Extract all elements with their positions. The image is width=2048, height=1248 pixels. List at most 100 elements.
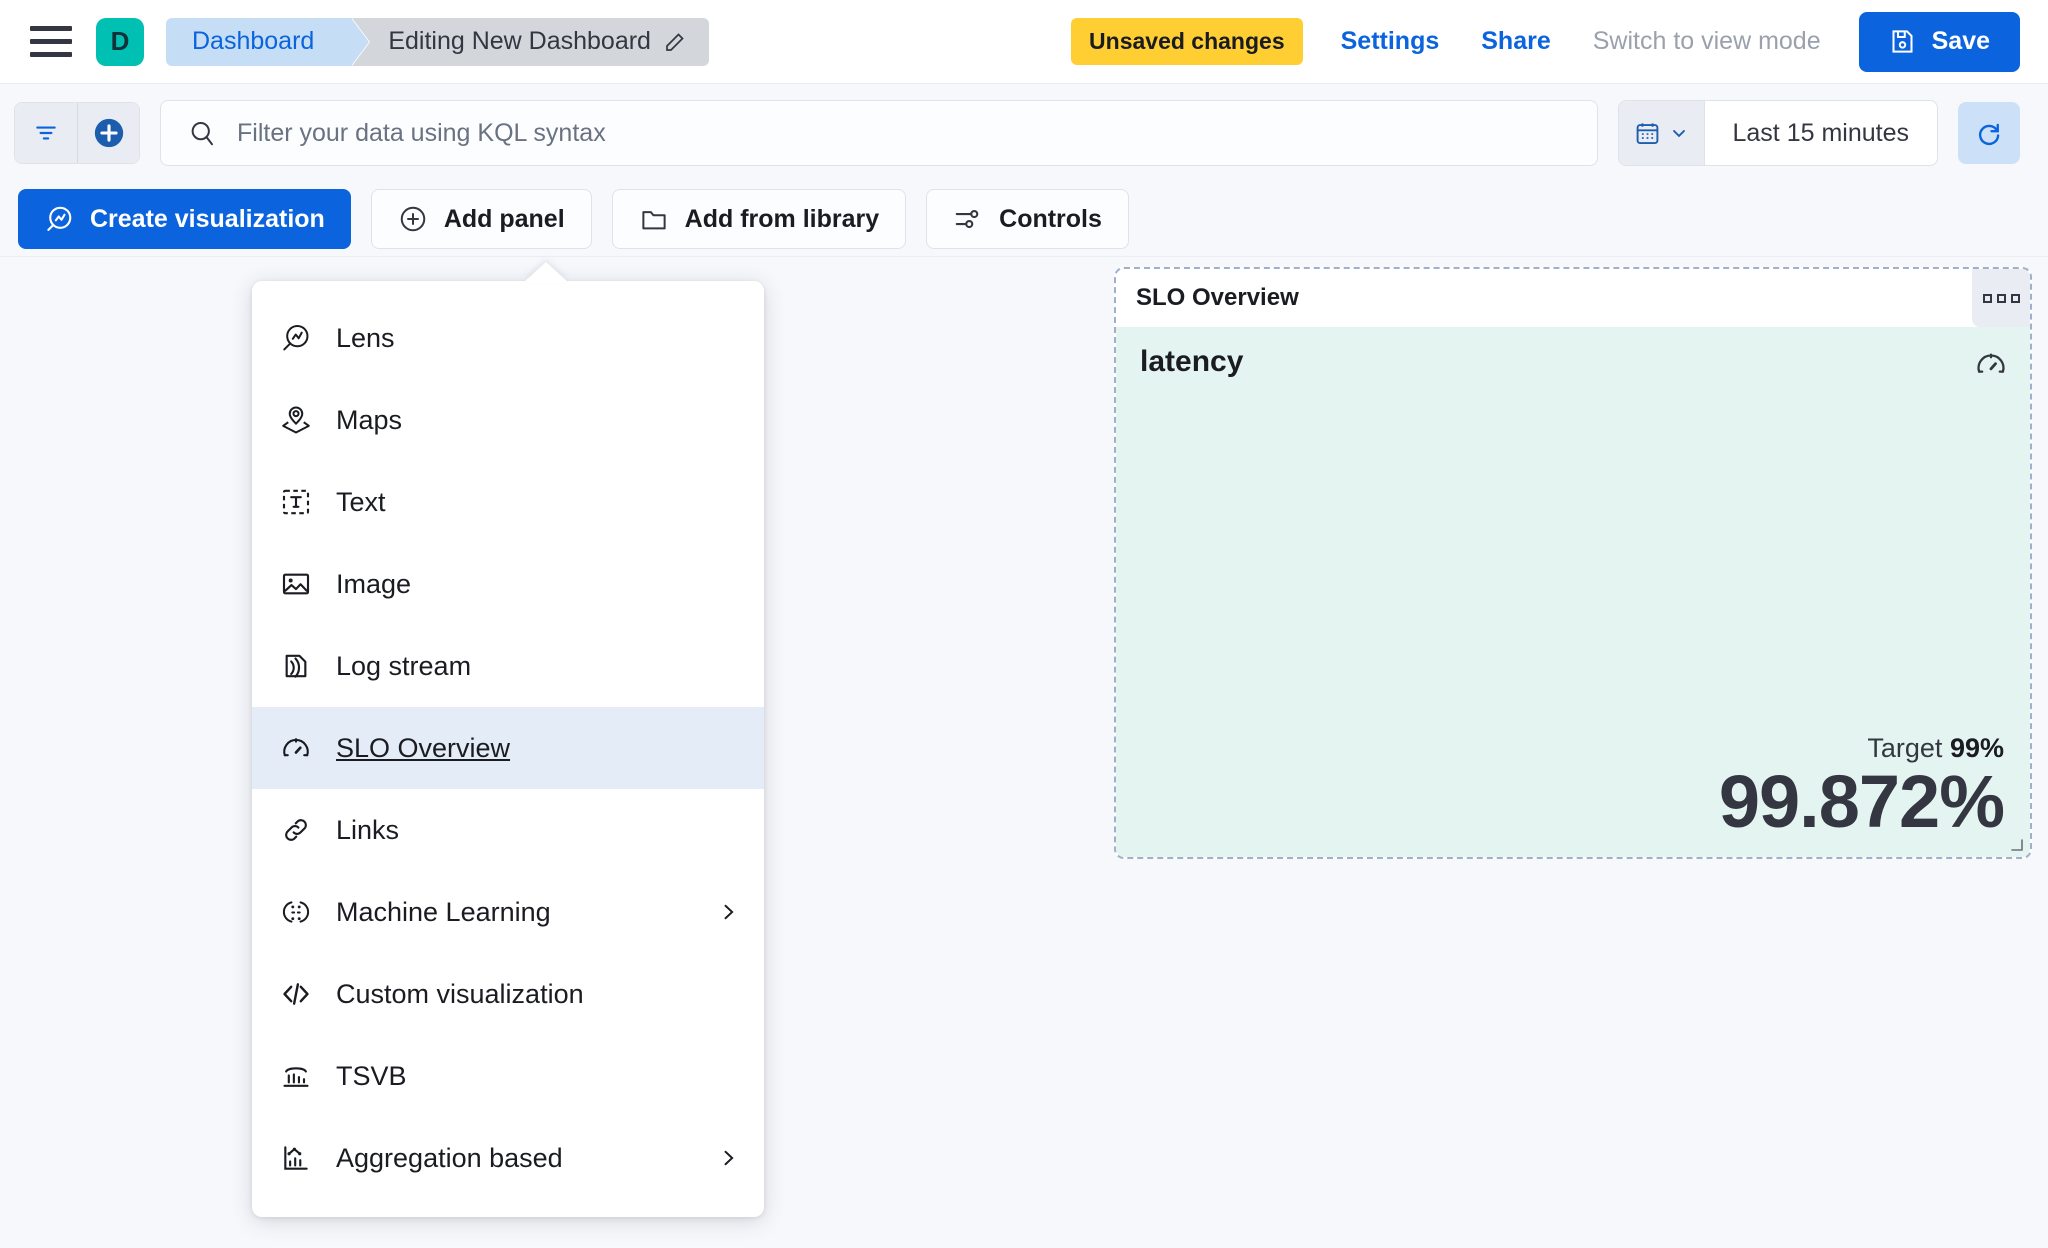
menu-item-label: Maps (336, 404, 403, 435)
menu-item-label: Log stream (336, 650, 472, 681)
folder-icon (642, 211, 666, 230)
agg-chart-icon (284, 1146, 308, 1170)
floppy-disk-icon (1892, 30, 1913, 53)
popover-arrow (524, 262, 568, 282)
pencil-icon[interactable] (663, 30, 687, 54)
plus-circle-icon (94, 118, 123, 148)
query-bar: Filter your data using KQL syntax Last 1… (0, 84, 2048, 182)
menu-item-log-stream[interactable]: Log stream (252, 625, 764, 707)
add-from-library-button[interactable]: Add from library (611, 189, 907, 249)
menu-item-text[interactable]: Text (252, 461, 764, 543)
panel-header: SLO Overview (1116, 269, 2030, 327)
image-icon (282, 573, 310, 595)
breadcrumb-root-label: Dashboard (192, 27, 315, 55)
header-actions: Unsaved changes Settings Share Switch to… (1071, 11, 2020, 72)
panel-body: latency Target 99% 99.872% (1116, 327, 2030, 857)
app-header: D Dashboard Editing New Dashboard Unsave… (0, 0, 2048, 84)
tsvb-icon (283, 1067, 309, 1087)
chevron-down-icon (1672, 130, 1685, 138)
settings-link[interactable]: Settings (1340, 27, 1440, 55)
slo-target-label: Target (1867, 732, 1943, 763)
menu-item-machine-learning[interactable]: Machine Learning (252, 871, 764, 953)
menu-item-image[interactable]: Image (252, 543, 764, 625)
dashboard-canvas: Lens Maps Text Image (0, 256, 2048, 1248)
search-icon (191, 122, 213, 146)
plus-circle-icon (400, 206, 426, 232)
link-icon (285, 819, 307, 841)
map-pin-icon (282, 406, 310, 434)
controls-button[interactable]: Controls (926, 189, 1129, 249)
add-panel-button[interactable]: Add panel (370, 189, 592, 249)
avatar[interactable]: D (96, 17, 144, 66)
add-panel-label: Add panel (443, 204, 565, 233)
log-stream-icon (285, 654, 307, 678)
menu-item-aggregation-based[interactable]: Aggregation based (252, 1117, 764, 1199)
panel-title: SLO Overview (1136, 284, 1299, 311)
chevron-right-icon (724, 1150, 734, 1166)
slo-metrics: Target 99% 99.872% (1718, 733, 2005, 843)
search-input[interactable]: Filter your data using KQL syntax (160, 100, 1598, 166)
refresh-icon (1978, 123, 2000, 146)
breadcrumb-current-label: Editing New Dashboard (388, 27, 651, 55)
grid-dots-icon (1996, 293, 2006, 303)
search-input-placeholder: Filter your data using KQL syntax (237, 118, 606, 147)
lens-icon (283, 325, 309, 351)
menu-item-custom-visualization[interactable]: Custom visualization (252, 953, 764, 1035)
gauge-icon (1977, 353, 2005, 373)
menu-item-label: Lens (336, 322, 395, 353)
hamburger-icon[interactable] (30, 24, 74, 60)
save-button[interactable]: Save (1858, 11, 2020, 72)
menu-item-label: Text (336, 486, 386, 517)
date-picker-range-label[interactable]: Last 15 minutes (1732, 118, 1910, 147)
ml-icon (282, 901, 310, 923)
editor-toolbar: Create visualization Add panel Add from … (0, 182, 2048, 256)
create-visualization-label: Create visualization (90, 204, 325, 233)
refresh-button[interactable] (1958, 102, 2020, 164)
menu-item-label: TSVB (336, 1060, 407, 1091)
lens-icon (47, 206, 72, 231)
menu-item-label: Aggregation based (336, 1142, 563, 1173)
menu-item-label: Custom visualization (336, 978, 584, 1009)
menu-item-lens[interactable]: Lens (252, 297, 764, 379)
slo-sli-value: 99.872% (1718, 759, 2005, 843)
sliders-icon (955, 209, 979, 229)
breadcrumb: Dashboard Editing New Dashboard (166, 17, 709, 66)
menu-item-tsvb[interactable]: TSVB (252, 1035, 764, 1117)
slo-name: latency (1140, 345, 1244, 378)
add-panel-menu: Lens Maps Text Image (252, 262, 764, 1217)
resize-grip-icon[interactable] (2008, 837, 2024, 853)
switch-to-view-mode-link[interactable]: Switch to view mode (1592, 27, 1821, 55)
add-from-library-label: Add from library (684, 204, 880, 233)
chevron-right-icon (724, 904, 734, 920)
filter-icon (36, 126, 56, 140)
menu-item-label: Links (336, 814, 400, 845)
menu-item-links[interactable]: Links (252, 789, 764, 871)
save-button-label: Save (1931, 27, 1990, 55)
grid-dots-icon (1982, 293, 1992, 303)
status-badge: Unsaved changes (1071, 18, 1303, 65)
slo-overview-panel[interactable]: SLO Overview latency Target 99% 99.872% (1114, 267, 2032, 859)
breadcrumb-item-current[interactable]: Editing New Dashboard (352, 17, 709, 66)
breadcrumb-item-dashboard[interactable]: Dashboard (166, 17, 370, 66)
menu-item-label: SLO Overview (336, 732, 511, 763)
grid-dots-icon (2010, 293, 2020, 303)
controls-label: Controls (999, 204, 1102, 233)
text-box-icon (282, 489, 310, 515)
add-filter-button[interactable] (77, 103, 139, 163)
menu-item-maps[interactable]: Maps (252, 379, 764, 461)
panel-context-menu-button[interactable] (1972, 269, 2030, 327)
date-picker: Last 15 minutes (1617, 100, 1938, 166)
filter-options-button[interactable] (15, 103, 77, 163)
menu-item-label: Image (336, 568, 412, 599)
menu-item-label: Machine Learning (336, 896, 551, 927)
date-picker-quick-menu-button[interactable] (1618, 101, 1705, 165)
slo-target-value: 99% (1949, 732, 2004, 763)
menu-item-slo-overview[interactable]: SLO Overview (252, 707, 764, 789)
gauge-icon (283, 738, 309, 757)
share-link[interactable]: Share (1481, 27, 1551, 55)
calendar-icon (1636, 122, 1658, 144)
filter-button-group (14, 102, 140, 164)
code-icon (283, 983, 309, 1005)
slo-target: Target 99% (1719, 733, 2004, 764)
create-visualization-button[interactable]: Create visualization (18, 189, 351, 249)
